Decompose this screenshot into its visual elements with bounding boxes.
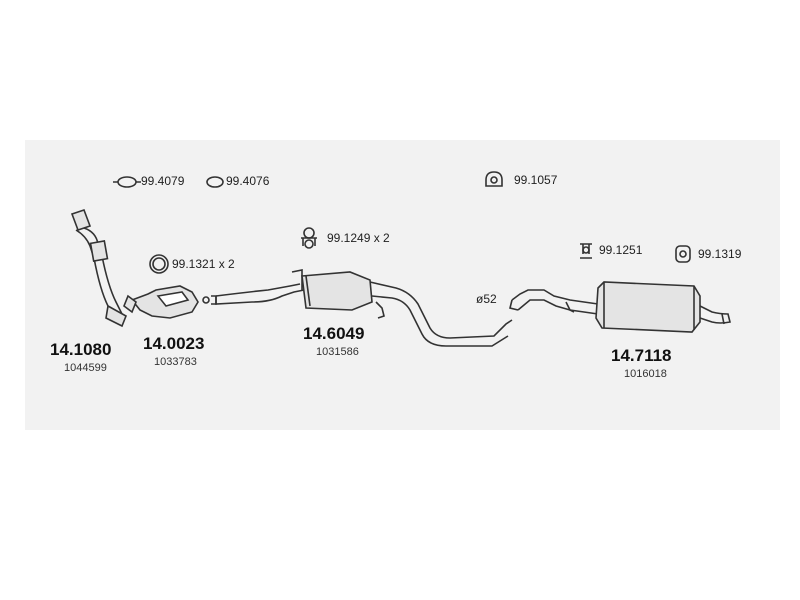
ring-icon	[149, 254, 169, 274]
accessory-label-hanger-c: 99.1319	[698, 247, 742, 261]
oe-number-catalyst: 1033783	[154, 356, 197, 368]
front-pipe-drawing	[70, 208, 128, 328]
clamp-icon-c	[485, 171, 503, 187]
hanger-icon-b	[580, 243, 592, 259]
clamp-icon-b	[206, 176, 224, 188]
rear-silencer-drawing	[509, 281, 731, 333]
middle-silencer-drawing	[215, 269, 513, 347]
accessory-label-hanger-b: 99.1251	[599, 243, 643, 257]
diameter-note: ø52	[476, 292, 497, 306]
accessory-label-hanger-a: 99.1249 x 2	[327, 231, 390, 245]
part-number-middle-silencer: 14.6049	[303, 324, 365, 343]
catalyst-drawing	[123, 285, 217, 319]
accessory-label-ring: 99.1321 x 2	[172, 257, 235, 271]
part-number-front-pipe: 14.1080	[50, 340, 112, 359]
oe-number-rear-silencer: 1016018	[624, 368, 667, 380]
part-number-catalyst: 14.0023	[143, 334, 205, 353]
accessory-label-clamp-a: 99.4079	[141, 174, 185, 188]
accessory-label-clamp-c: 99.1057	[514, 173, 558, 187]
accessory-label-clamp-b: 99.4076	[226, 174, 270, 188]
hanger-icon-c	[675, 245, 691, 263]
oe-number-middle-silencer: 1031586	[316, 346, 359, 358]
hanger-icon-a	[301, 227, 317, 249]
clamp-icon-a	[113, 176, 141, 188]
oe-number-front-pipe: 1044599	[64, 362, 107, 374]
part-number-rear-silencer: 14.7118	[611, 346, 672, 365]
